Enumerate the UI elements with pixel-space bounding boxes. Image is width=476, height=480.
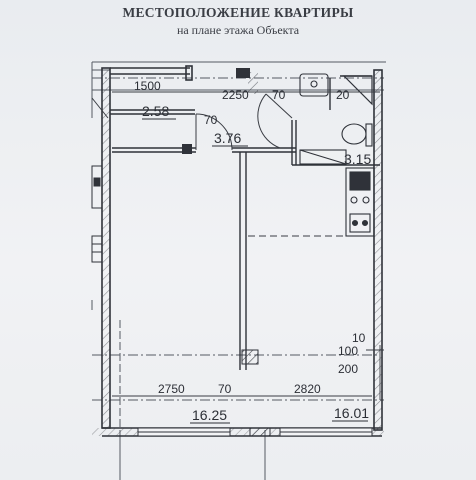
- windows: [137, 427, 373, 437]
- wall-hatch: [92, 68, 384, 436]
- room-area-bathroom: 3.15: [344, 151, 371, 167]
- room-area-hallway: 3.76: [214, 130, 241, 146]
- door-swings: [91, 93, 293, 151]
- dim-label: 20: [336, 88, 350, 102]
- plan-subtitle: на плане этажа Объекта: [176, 23, 300, 37]
- dim-label: 1500: [134, 79, 161, 93]
- dim-label: 70: [218, 382, 232, 396]
- dim-label: 2820: [294, 382, 321, 396]
- dim-label: 2250: [222, 88, 249, 102]
- plan-title: МЕСТОПОЛОЖЕНИЕ КВАРТИРЫ: [122, 5, 354, 20]
- dim-label: 70: [204, 113, 218, 127]
- interior-walls: [110, 75, 380, 370]
- bathroom-fixtures: [299, 73, 373, 165]
- room-area-living: 16.25: [192, 407, 227, 423]
- area-underlines: [142, 118, 368, 424]
- room-area-labels: 2.58 3.76 3.15 16.25 16.01: [142, 103, 371, 423]
- dim-label: 200: [338, 362, 358, 376]
- structural-columns: [182, 68, 259, 365]
- radiators: [91, 165, 103, 263]
- dim-label: 100: [338, 344, 358, 358]
- dimension-labels: 1500 2250 70 20 70 2750 70 2820 10 100 2…: [134, 79, 366, 396]
- dim-label: 2750: [158, 382, 185, 396]
- dim-label: 10: [352, 331, 366, 345]
- room-area-kitchen: 16.01: [334, 405, 369, 421]
- exterior-walls: [101, 65, 383, 437]
- dimension-lines: [112, 91, 384, 400]
- dim-label: 70: [272, 88, 286, 102]
- room-area-storage: 2.58: [142, 103, 169, 119]
- kitchen-appliances: [345, 167, 375, 237]
